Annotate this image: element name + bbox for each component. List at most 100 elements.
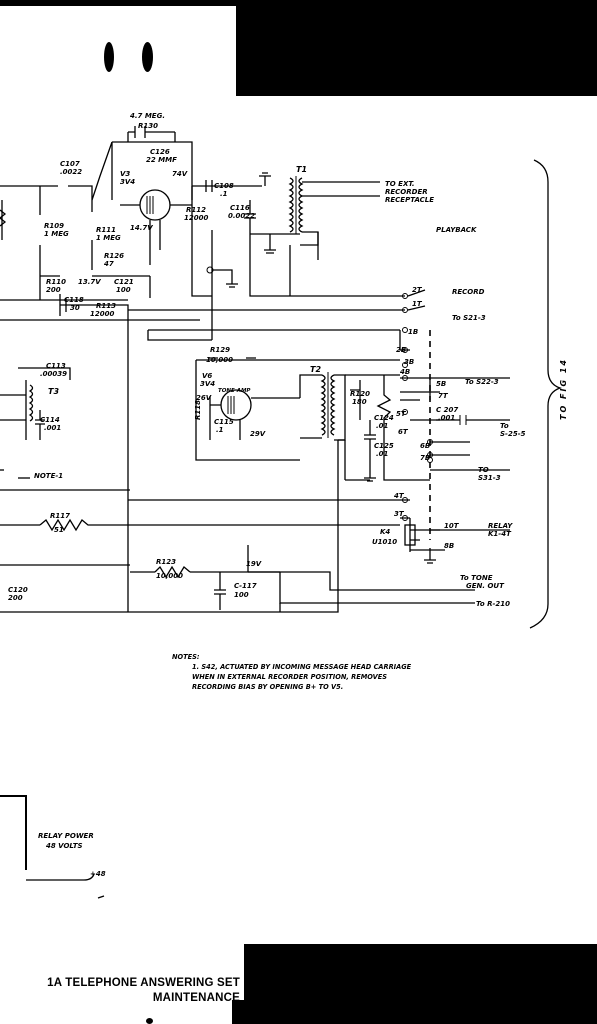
svg-text:R112: R112	[186, 206, 206, 214]
relay-k4-icon	[404, 524, 416, 546]
svg-text:100: 100	[116, 286, 131, 294]
svg-text:S31-3: S31-3	[478, 474, 501, 482]
svg-text:3B: 3B	[404, 358, 414, 366]
svg-text:To TONE: To TONE	[460, 574, 493, 582]
note-line-3: RECORDING BIAS BY OPENING B+ TO V5.	[192, 683, 344, 691]
svg-text:PLAYBACK: PLAYBACK	[436, 226, 477, 234]
svg-text:4B: 4B	[400, 368, 410, 376]
svg-text:7B: 7B	[420, 454, 430, 462]
note-line-1: 1. S42, ACTUATED BY INCOMING MESSAGE HEA…	[192, 663, 412, 671]
svg-text:To S21-3: To S21-3	[452, 314, 486, 322]
notes-block: NOTES: 1. S42, ACTUATED BY INCOMING MESS…	[172, 652, 411, 692]
svg-text:3V4: 3V4	[120, 178, 135, 186]
binder-hole-left	[104, 42, 114, 72]
svg-text:30: 30	[70, 304, 80, 312]
svg-text:GEN. OUT: GEN. OUT	[466, 582, 505, 590]
wiring	[0, 126, 563, 899]
bottom-tab	[232, 1000, 246, 1024]
svg-text:C 207: C 207	[436, 406, 458, 414]
svg-text:R110: R110	[46, 278, 66, 286]
svg-text:22 MMF: 22 MMF	[146, 156, 177, 164]
svg-text:.1: .1	[216, 426, 224, 434]
svg-text:RECORDER: RECORDER	[385, 188, 428, 196]
svg-text:47: 47	[104, 260, 114, 268]
svg-text:C118: C118	[64, 296, 84, 304]
svg-text:.00039: .00039	[40, 370, 67, 378]
svg-text:TO EXT.: TO EXT.	[385, 180, 415, 188]
tube-v3-icon	[139, 189, 171, 221]
svg-text:100: 100	[234, 591, 249, 599]
svg-text:.001: .001	[44, 424, 61, 432]
svg-text:To R-210: To R-210	[476, 600, 510, 608]
svg-text:V6: V6	[202, 372, 212, 380]
svg-text:RECEPTACLE: RECEPTACLE	[385, 196, 434, 204]
svg-text:10,000: 10,000	[206, 356, 233, 364]
svg-text:200: 200	[8, 594, 23, 602]
svg-text:48 VOLTS: 48 VOLTS	[46, 842, 83, 850]
svg-text:R130: R130	[138, 122, 158, 130]
svg-text:14.7V: 14.7V	[130, 224, 153, 232]
svg-text:C126: C126	[150, 148, 170, 156]
svg-text:.01: .01	[376, 422, 389, 430]
svg-text:4.7 MEG.: 4.7 MEG.	[130, 112, 165, 120]
svg-text:26V: 26V	[196, 394, 212, 402]
bottom-dot	[146, 1018, 153, 1024]
svg-text:5T: 5T	[396, 410, 407, 418]
footer-subtitle: MAINTENANCE	[152, 992, 240, 1004]
svg-text:180: 180	[352, 398, 367, 406]
svg-text:13.7V: 13.7V	[78, 278, 101, 286]
svg-text:29V: 29V	[250, 430, 266, 438]
svg-text:TO: TO	[478, 466, 489, 474]
svg-text:.01: .01	[376, 450, 389, 458]
svg-text:U1010: U1010	[372, 538, 397, 546]
svg-text:0.0022: 0.0022	[228, 212, 255, 220]
svg-text:1B: 1B	[408, 328, 418, 336]
svg-text:1 MEG: 1 MEG	[96, 234, 121, 242]
svg-text:C124: C124	[374, 414, 394, 422]
svg-text:R126: R126	[104, 252, 124, 260]
svg-text:K4: K4	[380, 528, 390, 536]
top-black-border	[236, 0, 597, 96]
page-footer: 1A TELEPHONE ANSWERING SET MAINTENANCE	[0, 976, 240, 1006]
svg-text:51: 51	[54, 526, 64, 534]
svg-text:T2: T2	[310, 365, 321, 374]
svg-text:To S22-3: To S22-3	[465, 378, 499, 386]
svg-text:NOTE-1: NOTE-1	[34, 472, 63, 480]
svg-text:R123: R123	[156, 558, 176, 566]
svg-text:S-25-5: S-25-5	[500, 430, 526, 438]
svg-text:1 MEG: 1 MEG	[44, 230, 69, 238]
svg-text:5B: 5B	[436, 380, 446, 388]
svg-text:T1: T1	[296, 165, 307, 174]
svg-text:To: To	[500, 422, 509, 430]
svg-text:74V: 74V	[172, 170, 188, 178]
svg-text:12000: 12000	[184, 214, 208, 222]
svg-text:TONE AMP: TONE AMP	[218, 388, 250, 394]
svg-text:RELAY POWER: RELAY POWER	[38, 832, 94, 840]
svg-text:19V: 19V	[246, 560, 262, 568]
transformer-t2-icon	[320, 372, 336, 438]
tube-v6-icon	[220, 389, 252, 421]
svg-text:200: 200	[46, 286, 61, 294]
svg-text:3V4: 3V4	[200, 380, 215, 388]
svg-text:2T: 2T	[412, 286, 423, 294]
svg-text:.0022: .0022	[60, 168, 82, 176]
svg-text:10T: 10T	[444, 522, 460, 530]
svg-text:C-117: C-117	[234, 582, 257, 590]
svg-text:C114: C114	[40, 416, 60, 424]
bottom-black-border	[244, 944, 597, 1024]
svg-text:.1: .1	[220, 190, 228, 198]
svg-text:12000: 12000	[90, 310, 114, 318]
notes-title: NOTES:	[172, 653, 200, 661]
svg-text:+48: +48	[90, 870, 106, 878]
svg-text:R120: R120	[350, 390, 370, 398]
svg-text:V3: V3	[120, 170, 130, 178]
transformer-t1-icon	[288, 176, 304, 234]
svg-text:4T: 4T	[394, 492, 405, 500]
svg-text:R129: R129	[210, 346, 230, 354]
svg-text:TO FIG 14: TO FIG 14	[559, 358, 568, 420]
svg-text:3T: 3T	[394, 510, 405, 518]
svg-text:R117: R117	[50, 512, 70, 520]
top-strip	[0, 0, 236, 6]
